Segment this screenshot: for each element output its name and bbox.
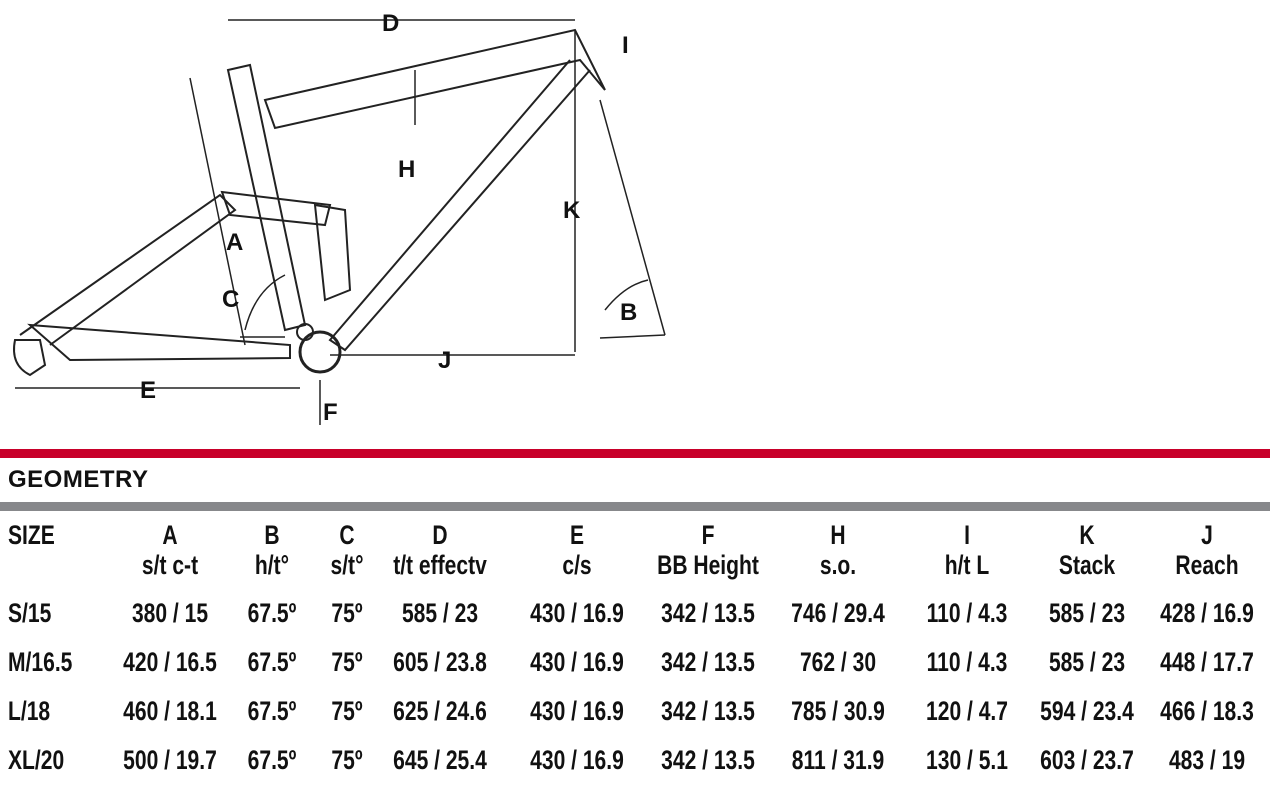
table-cell: 483 / 19	[1168, 745, 1246, 775]
column-subheader-i: h/t L	[944, 550, 990, 580]
table-divider	[0, 502, 1270, 511]
column-header-c: C	[339, 520, 355, 550]
table-cell: 428 / 16.9	[1160, 598, 1254, 628]
column-subheader-a: s/t c-t	[141, 550, 199, 580]
table-cell: 67.5º	[247, 745, 297, 775]
column-subheader-b: h/t°	[254, 550, 290, 580]
label-f: F	[323, 399, 338, 426]
row-size-label: M/16.5	[8, 647, 73, 677]
column-header-h: H	[830, 520, 846, 550]
table-cell: 585 / 23	[1048, 598, 1126, 628]
table-cell: 75º	[331, 745, 363, 775]
label-c: C	[222, 286, 239, 313]
table-cell: 75º	[331, 647, 363, 677]
table-cell: 594 / 23.4	[1040, 696, 1134, 726]
column-subheader-d: t/t effectv	[393, 550, 487, 580]
table-cell: 585 / 23	[1048, 647, 1126, 677]
column-header-j: J	[1201, 520, 1213, 550]
label-a: A	[226, 229, 243, 256]
table-cell: 645 / 25.4	[393, 745, 487, 775]
row-size-label: L/18	[8, 696, 51, 726]
table-cell: 342 / 13.5	[661, 647, 755, 677]
column-header-size: SIZE	[8, 520, 55, 550]
row-size-label: XL/20	[8, 745, 65, 775]
table-cell: 430 / 16.9	[530, 745, 624, 775]
table-cell: 75º	[331, 598, 363, 628]
label-d: D	[382, 10, 399, 37]
dimension-lines	[15, 19, 666, 425]
label-k: K	[563, 197, 581, 224]
table-cell: 75º	[331, 696, 363, 726]
label-i: I	[622, 32, 629, 59]
column-subheader-k: Stack	[1058, 550, 1116, 580]
column-header-k: K	[1079, 520, 1095, 550]
table-cell: 67.5º	[247, 696, 297, 726]
column-header-a: A	[162, 520, 178, 550]
label-h: H	[398, 156, 415, 183]
table-cell: 500 / 19.7	[123, 745, 217, 775]
label-b: B	[620, 299, 637, 326]
table-cell: 110 / 4.3	[926, 647, 1008, 677]
table-cell: 430 / 16.9	[530, 696, 624, 726]
table-cell: 342 / 13.5	[661, 696, 755, 726]
column-subheader-c: s/t°	[330, 550, 364, 580]
column-subheader-j: Reach	[1175, 550, 1239, 580]
table-cell: 785 / 30.9	[791, 696, 885, 726]
column-header-b: B	[264, 520, 280, 550]
table-cell: 67.5º	[247, 647, 297, 677]
column-subheader-e: c/s	[562, 550, 592, 580]
table-cell: 448 / 17.7	[1160, 647, 1254, 677]
table-cell: 603 / 23.7	[1040, 745, 1134, 775]
accent-divider	[0, 449, 1270, 458]
table-cell: 460 / 18.1	[123, 696, 217, 726]
table-cell: 585 / 23	[401, 598, 479, 628]
table-cell: 130 / 5.1	[926, 745, 1008, 775]
table-cell: 430 / 16.9	[530, 598, 624, 628]
section-title: GEOMETRY	[8, 466, 149, 493]
table-cell: 342 / 13.5	[661, 745, 755, 775]
table-cell: 110 / 4.3	[926, 598, 1008, 628]
column-subheader-f: BB Height	[657, 550, 759, 580]
column-subheader-h: s.o.	[819, 550, 857, 580]
label-j: J	[438, 347, 451, 374]
row-size-label: S/15	[8, 598, 52, 628]
table-cell: 120 / 4.7	[926, 696, 1008, 726]
table-cell: 380 / 15	[131, 598, 209, 628]
table-cell: 420 / 16.5	[123, 647, 217, 677]
label-e: E	[140, 377, 156, 404]
table-cell: 746 / 29.4	[791, 598, 885, 628]
frame-geometry-diagram: D I H K A C B J E F	[13, 10, 666, 426]
table-cell: 342 / 13.5	[661, 598, 755, 628]
table-cell: 430 / 16.9	[530, 647, 624, 677]
table-cell: 625 / 24.6	[393, 696, 487, 726]
bike-frame	[13, 28, 606, 377]
column-header-i: I	[964, 520, 970, 550]
table-cell: 811 / 31.9	[791, 745, 885, 775]
table-cell: 762 / 30	[799, 647, 877, 677]
column-header-f: F	[701, 520, 715, 550]
table-cell: 67.5º	[247, 598, 297, 628]
table-cell: 466 / 18.3	[1160, 696, 1254, 726]
column-header-e: E	[569, 520, 585, 550]
column-header-d: D	[432, 520, 448, 550]
table-cell: 605 / 23.8	[393, 647, 487, 677]
